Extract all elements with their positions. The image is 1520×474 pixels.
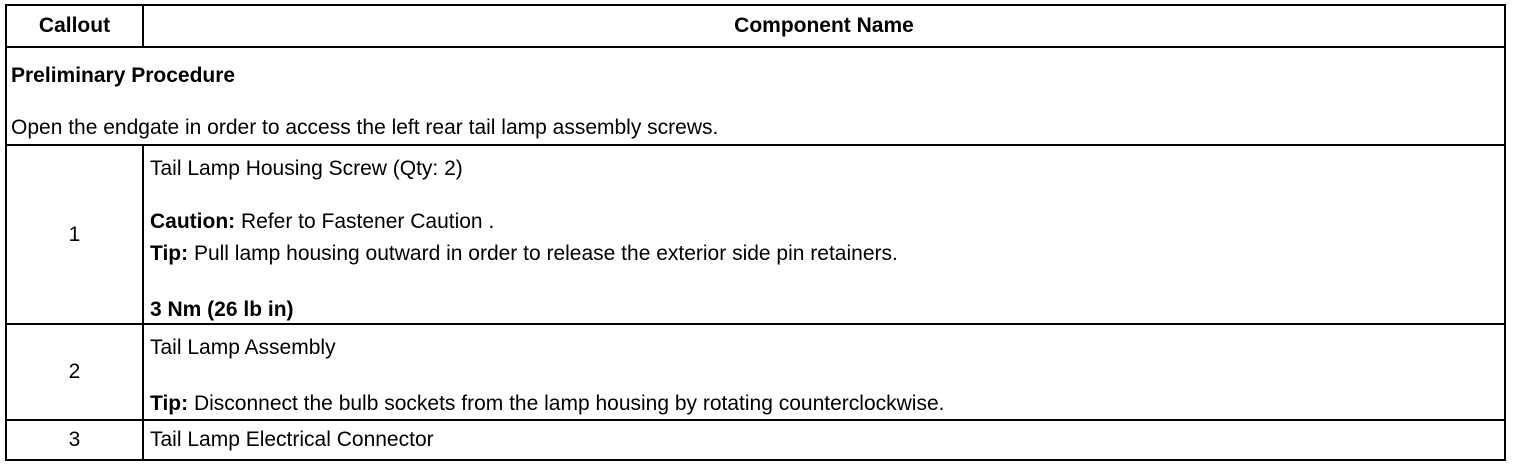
callout-cell: 1 — [5, 144, 144, 325]
component-name: Tail Lamp Assembly — [150, 336, 336, 359]
tip-line: Tip: Disconnect the bulb sockets from th… — [150, 391, 1504, 417]
tip-line: Tip: Pull lamp housing outward in order … — [150, 241, 1504, 267]
tip-label: Tip: — [150, 242, 189, 265]
component-name: Tail Lamp Housing Screw (Qty: 2) — [150, 157, 463, 180]
table-row: 3 Tail Lamp Electrical Connector — [5, 419, 1506, 461]
caution-label: Caution: — [150, 210, 236, 233]
torque-spec: 3 Nm (26 lb in) — [150, 298, 294, 321]
tip-label: Tip: — [150, 392, 189, 415]
preliminary-cell: Preliminary Procedure Open the endgate i… — [5, 46, 1506, 146]
component-column-header: Component Name — [142, 4, 1506, 48]
preliminary-row: Preliminary Procedure Open the endgate i… — [5, 46, 1506, 146]
preliminary-text: Open the endgate in order to access the … — [11, 116, 719, 139]
callout-cell: 2 — [5, 323, 144, 421]
tip-text: Pull lamp housing outward in order to re… — [188, 242, 898, 265]
component-cell: Tail Lamp Electrical Connector — [142, 419, 1506, 461]
procedure-table: Callout Component Name Preliminary Proce… — [5, 4, 1506, 461]
table-row: 2 Tail Lamp Assembly Tip: Disconnect the… — [5, 323, 1506, 421]
table-header-row: Callout Component Name — [5, 4, 1506, 48]
callout-column-header: Callout — [5, 4, 144, 48]
caution-text: Refer to Fastener Caution . — [235, 210, 495, 233]
component-cell: Tail Lamp Housing Screw (Qty: 2) Caution… — [142, 144, 1506, 325]
callout-cell: 3 — [5, 419, 144, 461]
component-name: Tail Lamp Electrical Connector — [150, 428, 434, 451]
component-cell: Tail Lamp Assembly Tip: Disconnect the b… — [142, 323, 1506, 421]
preliminary-title: Preliminary Procedure — [11, 64, 236, 87]
tip-text: Disconnect the bulb sockets from the lam… — [188, 392, 945, 415]
table-row: 1 Tail Lamp Housing Screw (Qty: 2) Cauti… — [5, 144, 1506, 325]
caution-line: Caution: Refer to Fastener Caution . — [150, 209, 1504, 235]
